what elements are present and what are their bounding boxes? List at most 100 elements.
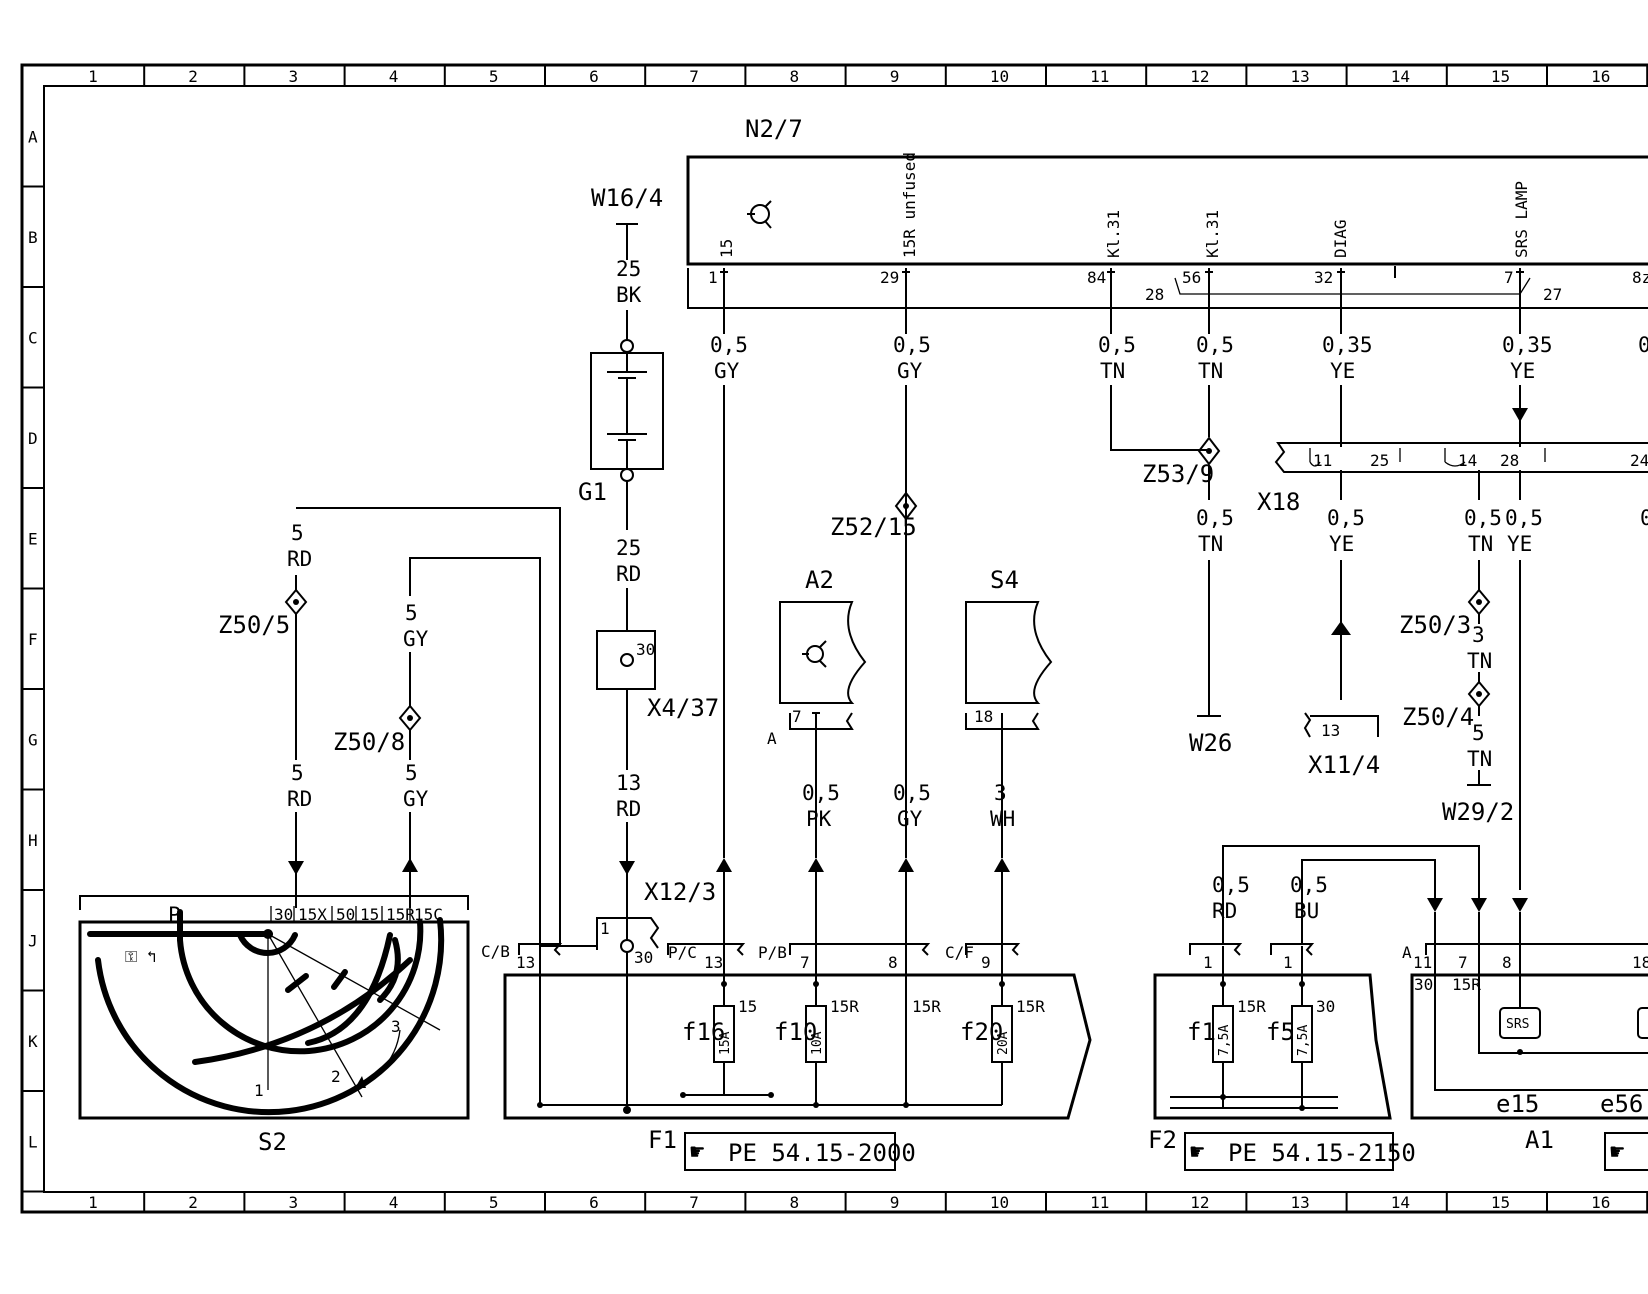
svg-text:A: A	[767, 729, 777, 748]
s2-terminal-label: 15	[360, 905, 379, 924]
g1-label: G1	[578, 478, 607, 506]
fuse-name: f1	[1187, 1018, 1216, 1046]
svg-text:5: 5	[291, 521, 304, 545]
s2-wires: 5 RD Z50/5 5 RD 5 GY Z50/8 5 GY	[218, 507, 597, 947]
svg-text:P/C: P/C	[668, 943, 697, 962]
svg-text:1: 1	[1203, 953, 1213, 972]
svg-text:A: A	[1402, 943, 1412, 962]
svg-text:C/B: C/B	[481, 942, 510, 961]
column-label: 1	[88, 1193, 98, 1212]
column-label: 6	[589, 67, 599, 86]
fuse-rating: 15A	[718, 1031, 733, 1055]
s2-terminal-label: 30	[274, 905, 293, 924]
column-label: 7	[689, 1193, 699, 1212]
s2-terminal-label: 15X	[298, 905, 327, 924]
fuse-name: f10	[774, 1018, 817, 1046]
pin-84: 84	[1087, 268, 1106, 287]
signal-15: 15	[717, 239, 736, 258]
svg-text:8: 8	[888, 953, 898, 972]
pin-32: 32	[1314, 268, 1333, 287]
wire-color: YE	[1330, 359, 1355, 383]
f2-reference: PE 54.15-2150	[1228, 1139, 1416, 1167]
x11-4-label: X11/4	[1308, 751, 1380, 779]
svg-text:GY: GY	[403, 787, 429, 811]
svg-text:13: 13	[616, 771, 641, 795]
s4-label: S4	[990, 566, 1019, 594]
column-label: 2	[188, 1193, 198, 1212]
svg-text:5: 5	[405, 761, 418, 785]
svg-text:C/F: C/F	[945, 943, 974, 962]
fuse-terminal: 15R	[830, 997, 859, 1016]
svg-text:5: 5	[291, 761, 304, 785]
column-label: 14	[1391, 67, 1410, 86]
wire-size: 0,5	[893, 333, 931, 357]
svg-text:24: 24	[1630, 451, 1648, 470]
svg-text:0,5: 0,5	[1196, 506, 1234, 530]
instrument-cluster-a1: A 11 7 8 18 30 15R SRS e15 e56 A1 ☛	[1402, 898, 1648, 1171]
svg-text:BU: BU	[1294, 899, 1319, 923]
fuse-terminal: 15R	[1016, 997, 1045, 1016]
splice-z53-9: Z53/9 0,5 TN W26	[1142, 436, 1234, 757]
column-label: 10	[990, 1193, 1009, 1212]
z53-9-label: Z53/9	[1142, 460, 1214, 488]
signal-kl31-a: Kl.31	[1104, 210, 1123, 258]
svg-text:PK: PK	[806, 807, 832, 831]
z50-8-label: Z50/8	[333, 728, 405, 756]
hand-icon: ☛	[690, 1138, 704, 1166]
column-label: 12	[1190, 1193, 1209, 1212]
w26-label: W26	[1189, 729, 1232, 757]
wire-size: 0,5	[1196, 333, 1234, 357]
row-label: K	[28, 1032, 38, 1051]
column-label: 15	[1491, 1193, 1510, 1212]
svg-text:5: 5	[1472, 721, 1485, 745]
z50-3-label: Z50/3	[1399, 611, 1471, 639]
module-n2-7: N2/7 15 15R unfused Kl.31 Kl.31 DIAG SRS…	[686, 115, 1648, 309]
z50-5-label: Z50/5	[218, 611, 290, 639]
column-label: 11	[1090, 67, 1109, 86]
svg-text:1: 1	[600, 919, 610, 938]
column-label: 12	[1190, 67, 1209, 86]
z50-4-label: Z50/4	[1402, 703, 1474, 731]
svg-text:WH: WH	[990, 807, 1015, 831]
svg-text:14: 14	[1458, 451, 1477, 470]
pin-8z: 8z	[1632, 268, 1648, 287]
wire-color: TN	[1100, 359, 1125, 383]
transistor-icon	[747, 200, 772, 229]
fuse-rating: 10A	[810, 1031, 825, 1055]
svg-text:0,5: 0,5	[893, 781, 931, 805]
svg-text:25: 25	[616, 257, 641, 281]
fuse-name: f20	[960, 1018, 1003, 1046]
column-label: 9	[890, 1193, 900, 1212]
s2-terminal-label: 15C	[414, 905, 443, 924]
column-label: 11	[1090, 1193, 1109, 1212]
wire-size: 0	[1638, 333, 1648, 357]
x12-3-label: X12/3	[644, 878, 716, 906]
svg-text:0,5: 0,5	[1290, 873, 1328, 897]
f1-reference: PE 54.15-2000	[728, 1139, 916, 1167]
svg-text:28: 28	[1500, 451, 1519, 470]
column-label: 6	[589, 1193, 599, 1212]
connector-x11-4: 13 X11/4	[1303, 621, 1380, 779]
svg-text:RD: RD	[616, 562, 641, 586]
svg-text:P/B: P/B	[758, 943, 787, 962]
svg-text:3: 3	[994, 781, 1007, 805]
pin-29: 29	[880, 268, 899, 287]
svg-text:9: 9	[981, 953, 991, 972]
fuse-terminal: 30	[1316, 997, 1335, 1016]
svg-text:RD: RD	[287, 547, 312, 571]
svg-text:3: 3	[391, 1017, 401, 1036]
pin-7: 7	[1504, 268, 1514, 287]
svg-text:RD: RD	[287, 787, 312, 811]
transistor-icon	[802, 640, 827, 668]
column-label: 15	[1491, 67, 1510, 86]
svg-text:25: 25	[616, 536, 641, 560]
svg-text:1: 1	[1283, 953, 1293, 972]
svg-text:0,5: 0,5	[1505, 506, 1543, 530]
svg-text:30: 30	[1414, 975, 1433, 994]
row-label: F	[28, 630, 38, 649]
fuse-terminal: 15	[738, 997, 757, 1016]
pin-1: 1	[708, 268, 718, 287]
svg-text:BK: BK	[616, 283, 642, 307]
s2-label: S2	[258, 1128, 287, 1156]
